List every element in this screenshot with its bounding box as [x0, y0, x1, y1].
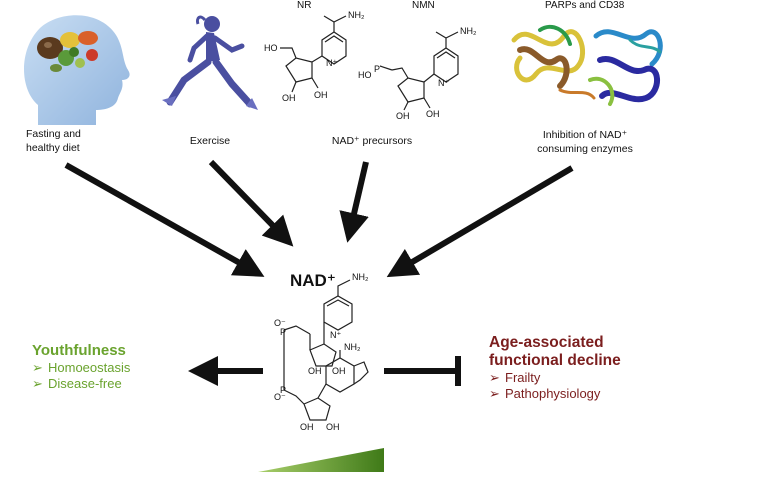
nmn-structure-icon — [379, 31, 459, 111]
chem-label: OH — [300, 422, 314, 432]
head-with-food-icon — [24, 15, 130, 125]
exercise-label: Exercise — [180, 134, 240, 148]
chem-label: HO — [358, 70, 372, 80]
chem-label: NH₂ — [348, 10, 365, 20]
chem-label: N⁺ — [438, 78, 450, 88]
arrowhead-bullet-icon: ➢ — [32, 360, 43, 375]
decline-item-text: Pathophysiology — [505, 386, 601, 401]
nmn-label: NMN — [412, 0, 435, 11]
youthfulness-item: ➢ Homoeostasis — [32, 360, 130, 376]
chem-label: P — [280, 327, 287, 337]
arrowhead-bullet-icon: ➢ — [32, 376, 43, 391]
chem-label: O⁻ — [274, 318, 286, 328]
decline-item: ➢ Pathophysiology — [489, 386, 621, 402]
arrowhead-bullet-icon: ➢ — [489, 370, 500, 385]
decline-item-text: Frailty — [505, 370, 541, 385]
decline-block: Age-associated functional decline ➢ Frail… — [489, 334, 621, 402]
chem-label: N⁺ — [326, 58, 338, 68]
inhibit-bar-to-decline — [384, 356, 461, 386]
nad-structure-icon — [283, 279, 369, 421]
inhibition-label-line1: Inhibition of NAD⁺ — [542, 129, 628, 141]
arrow-precursors-to-nad — [339, 161, 369, 243]
arrow-exercise-to-nad — [208, 159, 294, 247]
nr-structure-icon — [280, 15, 347, 93]
chem-label: OH — [332, 366, 346, 376]
chem-label: P — [280, 385, 287, 395]
inhibition-label: Inhibition of NAD⁺ consuming enzymes — [520, 128, 650, 156]
decline-heading-line1: Age-associated — [489, 334, 604, 351]
chem-label: NH₂ — [460, 26, 477, 36]
parps-cd38-label: PARPs and CD38 — [545, 0, 625, 11]
chem-label: P — [374, 64, 381, 74]
chem-label: OH — [326, 422, 340, 432]
youthfulness-heading: Youthfulness — [32, 342, 126, 359]
arrow-inhibition-to-nad — [386, 165, 574, 278]
youthfulness-block: Youthfulness ➢ Homoeostasis ➢ Disease-free — [32, 342, 130, 392]
arrow-diet-to-nad — [64, 162, 265, 277]
inhibition-label-line2: consuming enzymes — [537, 143, 633, 155]
decline-item: ➢ Frailty — [489, 370, 621, 386]
youthfulness-item: ➢ Disease-free — [32, 376, 130, 392]
chem-label: OH — [282, 93, 296, 103]
decline-heading-line2: functional decline — [489, 352, 621, 369]
diet-label-line2: healthy diet — [26, 142, 80, 154]
chem-label: OH — [308, 366, 322, 376]
arrowhead-bullet-icon: ➢ — [489, 386, 500, 401]
chem-label: NH₂ — [352, 272, 369, 282]
youthfulness-item-text: Disease-free — [48, 376, 122, 391]
precursors-label: NAD⁺ precursors — [322, 134, 422, 148]
precursors-label-line1: NAD⁺ precursors — [331, 135, 413, 147]
nad-level-wedge — [258, 448, 384, 472]
chem-label: NH₂ — [344, 342, 361, 352]
chem-label: N⁺ — [330, 330, 342, 340]
chem-label: OH — [314, 90, 328, 100]
youthfulness-item-text: Homoeostasis — [48, 360, 131, 375]
exercise-label-line1: Exercise — [189, 135, 231, 147]
nr-label: NR — [297, 0, 312, 11]
chem-label: O⁻ — [274, 392, 286, 402]
chem-label: OH — [426, 109, 440, 119]
diet-label: Fasting and healthy diet — [26, 127, 116, 155]
chem-label: OH — [396, 111, 410, 121]
chem-label: HO — [264, 43, 278, 53]
diet-label-line1: Fasting and — [26, 128, 81, 140]
protein-structure-icon — [511, 24, 663, 106]
nad-title: NAD⁺ — [290, 271, 336, 290]
runner-icon — [162, 15, 258, 110]
